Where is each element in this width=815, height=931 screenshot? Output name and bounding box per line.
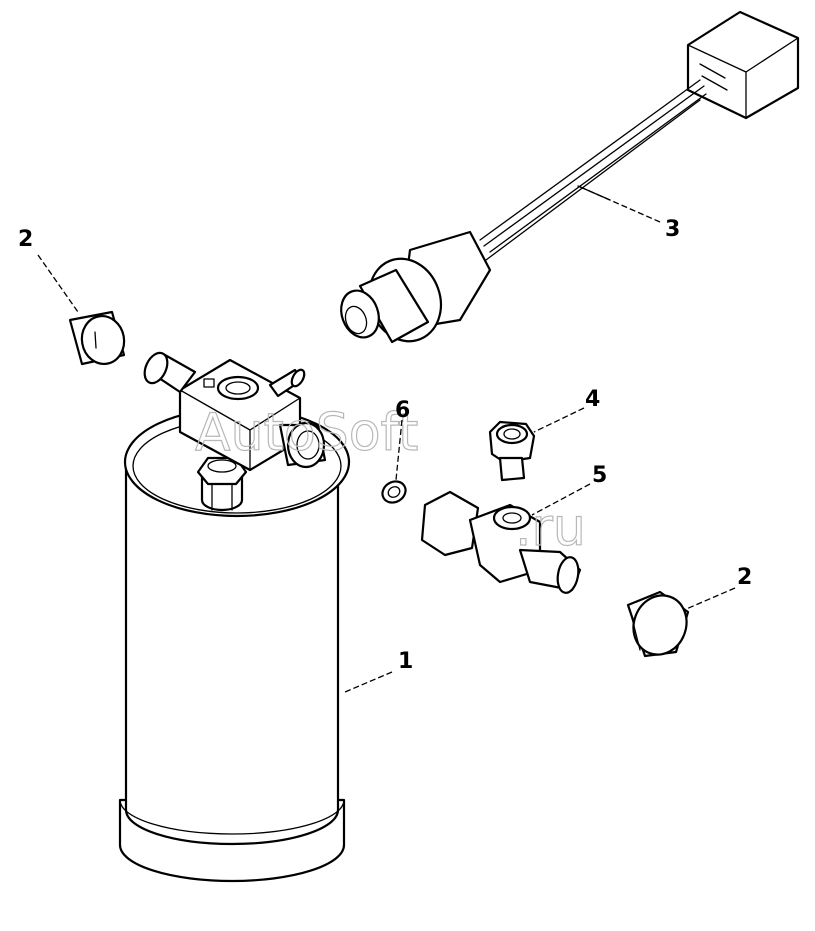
leader-4 (533, 407, 585, 433)
watermark-left: AutoSoft (195, 403, 418, 463)
receiver-drier (118, 351, 351, 883)
watermark-right: .ru (515, 498, 586, 558)
callout-o-ring: 6 (395, 398, 410, 423)
leader-lines (37, 185, 736, 693)
watermark: AutoSoft .ru (194, 402, 586, 558)
adapter-fitting (488, 420, 536, 482)
leader-2-left (37, 254, 79, 313)
callout-receiver-drier: 1 (398, 649, 413, 674)
pressure-switch (340, 10, 800, 344)
callout-tee-fitting: 5 (592, 463, 607, 488)
leader-3 (577, 185, 661, 223)
callout-cap-right: 2 (737, 565, 752, 590)
tee-fitting (420, 490, 582, 594)
cap-left (68, 310, 126, 366)
leader-2-right (683, 587, 736, 611)
callouts: 2 3 4 5 6 2 1 (18, 217, 752, 674)
leader-5 (531, 483, 591, 516)
callout-cap-left: 2 (18, 227, 33, 252)
callout-pressure-switch: 3 (665, 217, 680, 242)
leader-1 (344, 671, 393, 693)
callout-adapter-fitting: 4 (585, 387, 600, 412)
leader-6 (395, 419, 403, 481)
cap-right (626, 590, 690, 658)
o-ring (381, 480, 407, 504)
